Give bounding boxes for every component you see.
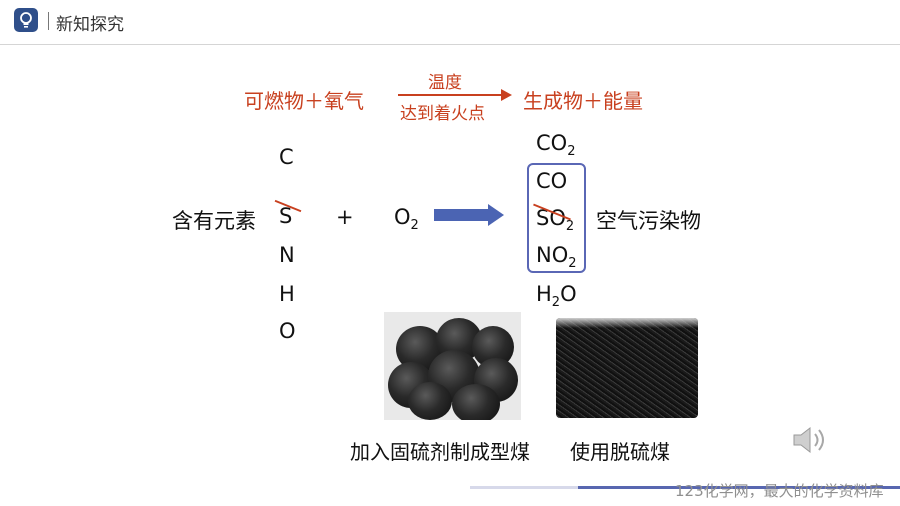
oxygen-formula: O2 [394, 205, 419, 233]
header-divider [48, 12, 49, 30]
caption-desulfurized: 使用脱硫煤 [570, 440, 670, 464]
reaction-arrow-head [488, 204, 504, 226]
product-co-base: CO [536, 169, 568, 193]
element-s: S [279, 204, 293, 228]
product-h2o: H2O [536, 282, 577, 310]
desulfurized-coal-photo [556, 318, 698, 418]
logo [14, 8, 38, 32]
product-no2: NO2 [536, 243, 577, 271]
element-h: H [279, 282, 295, 306]
page-title: 新知探究 [56, 15, 124, 35]
briquette-coal-photo [384, 312, 521, 420]
product-so2-sub: 2 [565, 219, 575, 235]
equation-condition-bottom: 达到着火点 [400, 104, 485, 124]
watermark: 123化学网，最大的化学资料库 [675, 482, 884, 500]
reaction-arrow [434, 209, 490, 221]
product-h2o-sub: 2 [551, 295, 561, 311]
product-co2-base: CO [536, 131, 568, 155]
footer-line-dark [578, 486, 900, 489]
equation-products: 生成物＋能量 [523, 89, 643, 113]
product-co2-sub: 2 [567, 144, 576, 160]
header-rule [0, 44, 900, 45]
element-c: C [279, 145, 294, 169]
product-h2o-h: H [536, 282, 552, 306]
footer-line-light [470, 486, 580, 489]
caption-briquette: 加入固硫剂制成型煤 [350, 440, 530, 464]
product-no2-sub: 2 [568, 256, 577, 272]
element-o: O [279, 319, 296, 343]
oxygen-symbol: O [394, 205, 411, 229]
equation-reactants: 可燃物＋氧气 [244, 89, 364, 113]
pollutant-label: 空气污染物 [596, 209, 701, 233]
equation-arrow-head [501, 89, 512, 101]
product-co2: CO2 [536, 131, 575, 159]
speaker-icon[interactable] [790, 424, 830, 460]
equation-condition-top: 温度 [428, 73, 462, 93]
oxygen-subscript: 2 [410, 218, 419, 234]
element-n: N [279, 243, 295, 267]
product-no2-base: NO [536, 243, 569, 267]
elements-label: 含有元素 [172, 209, 256, 233]
product-h2o-o: O [560, 282, 577, 306]
plus-sign: + [336, 205, 354, 229]
equation-arrow [398, 94, 502, 96]
pollutant-box [527, 163, 586, 273]
lightbulb-icon [20, 12, 32, 28]
product-co: CO [536, 169, 567, 193]
